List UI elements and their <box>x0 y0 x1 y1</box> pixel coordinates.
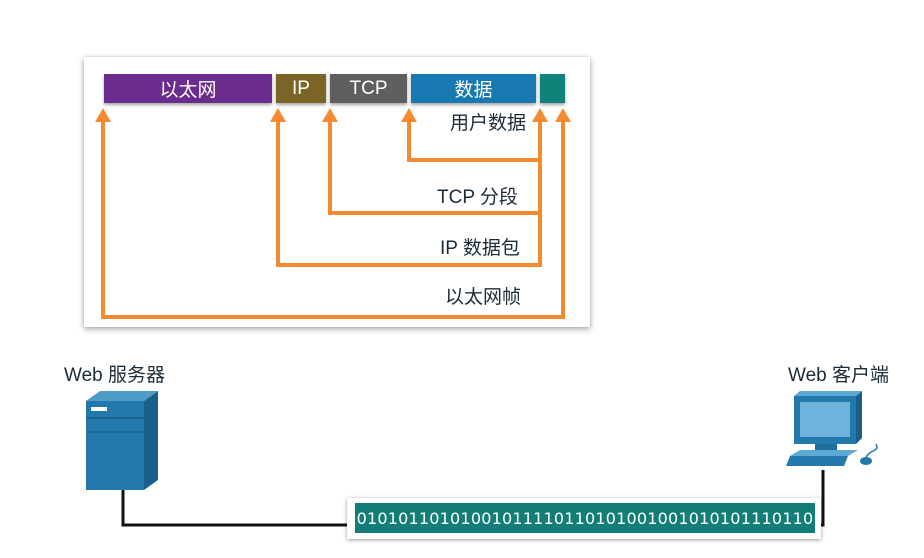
ethernet-frame-label: 以太网帧 <box>445 287 522 308</box>
tcp-segment-label: TCP 分段 <box>437 187 518 208</box>
ip-packet-line <box>276 118 542 267</box>
tcp-header-field: TCP <box>330 74 407 103</box>
arrowhead-ip <box>270 108 286 122</box>
user-data-label: 用户数据 <box>450 113 527 134</box>
ip-header-label: IP <box>292 77 310 99</box>
ip-header-field: IP <box>276 74 326 103</box>
tcp-segment-line <box>328 118 542 215</box>
web-server-label: Web 服务器 <box>64 365 166 386</box>
web-client-label: Web 客户端 <box>788 365 890 386</box>
data-field: 数据 <box>411 74 536 103</box>
data-field-label: 数据 <box>454 80 493 101</box>
ethernet-header-label: 以太网 <box>159 80 217 101</box>
ethernet-frame-line <box>101 118 565 319</box>
network-cable-left <box>121 488 349 527</box>
ip-packet-label: IP 数据包 <box>440 238 520 259</box>
arrowhead-ethernet <box>95 108 111 122</box>
arrowhead-user-data <box>532 108 548 122</box>
ethernet-header-field: 以太网 <box>104 74 272 103</box>
tcp-header-label: TCP <box>349 77 388 99</box>
bitstream: 0101011010100101111011010100100101010111… <box>355 503 815 533</box>
arrowhead-tcp <box>322 108 338 122</box>
arrowhead-trailer <box>555 108 571 122</box>
trailer-field <box>540 74 565 103</box>
user-data-line <box>407 118 542 162</box>
bitstream-text: 0101011010100101111011010100100101010111… <box>356 508 814 528</box>
arrowhead-data <box>401 108 417 122</box>
